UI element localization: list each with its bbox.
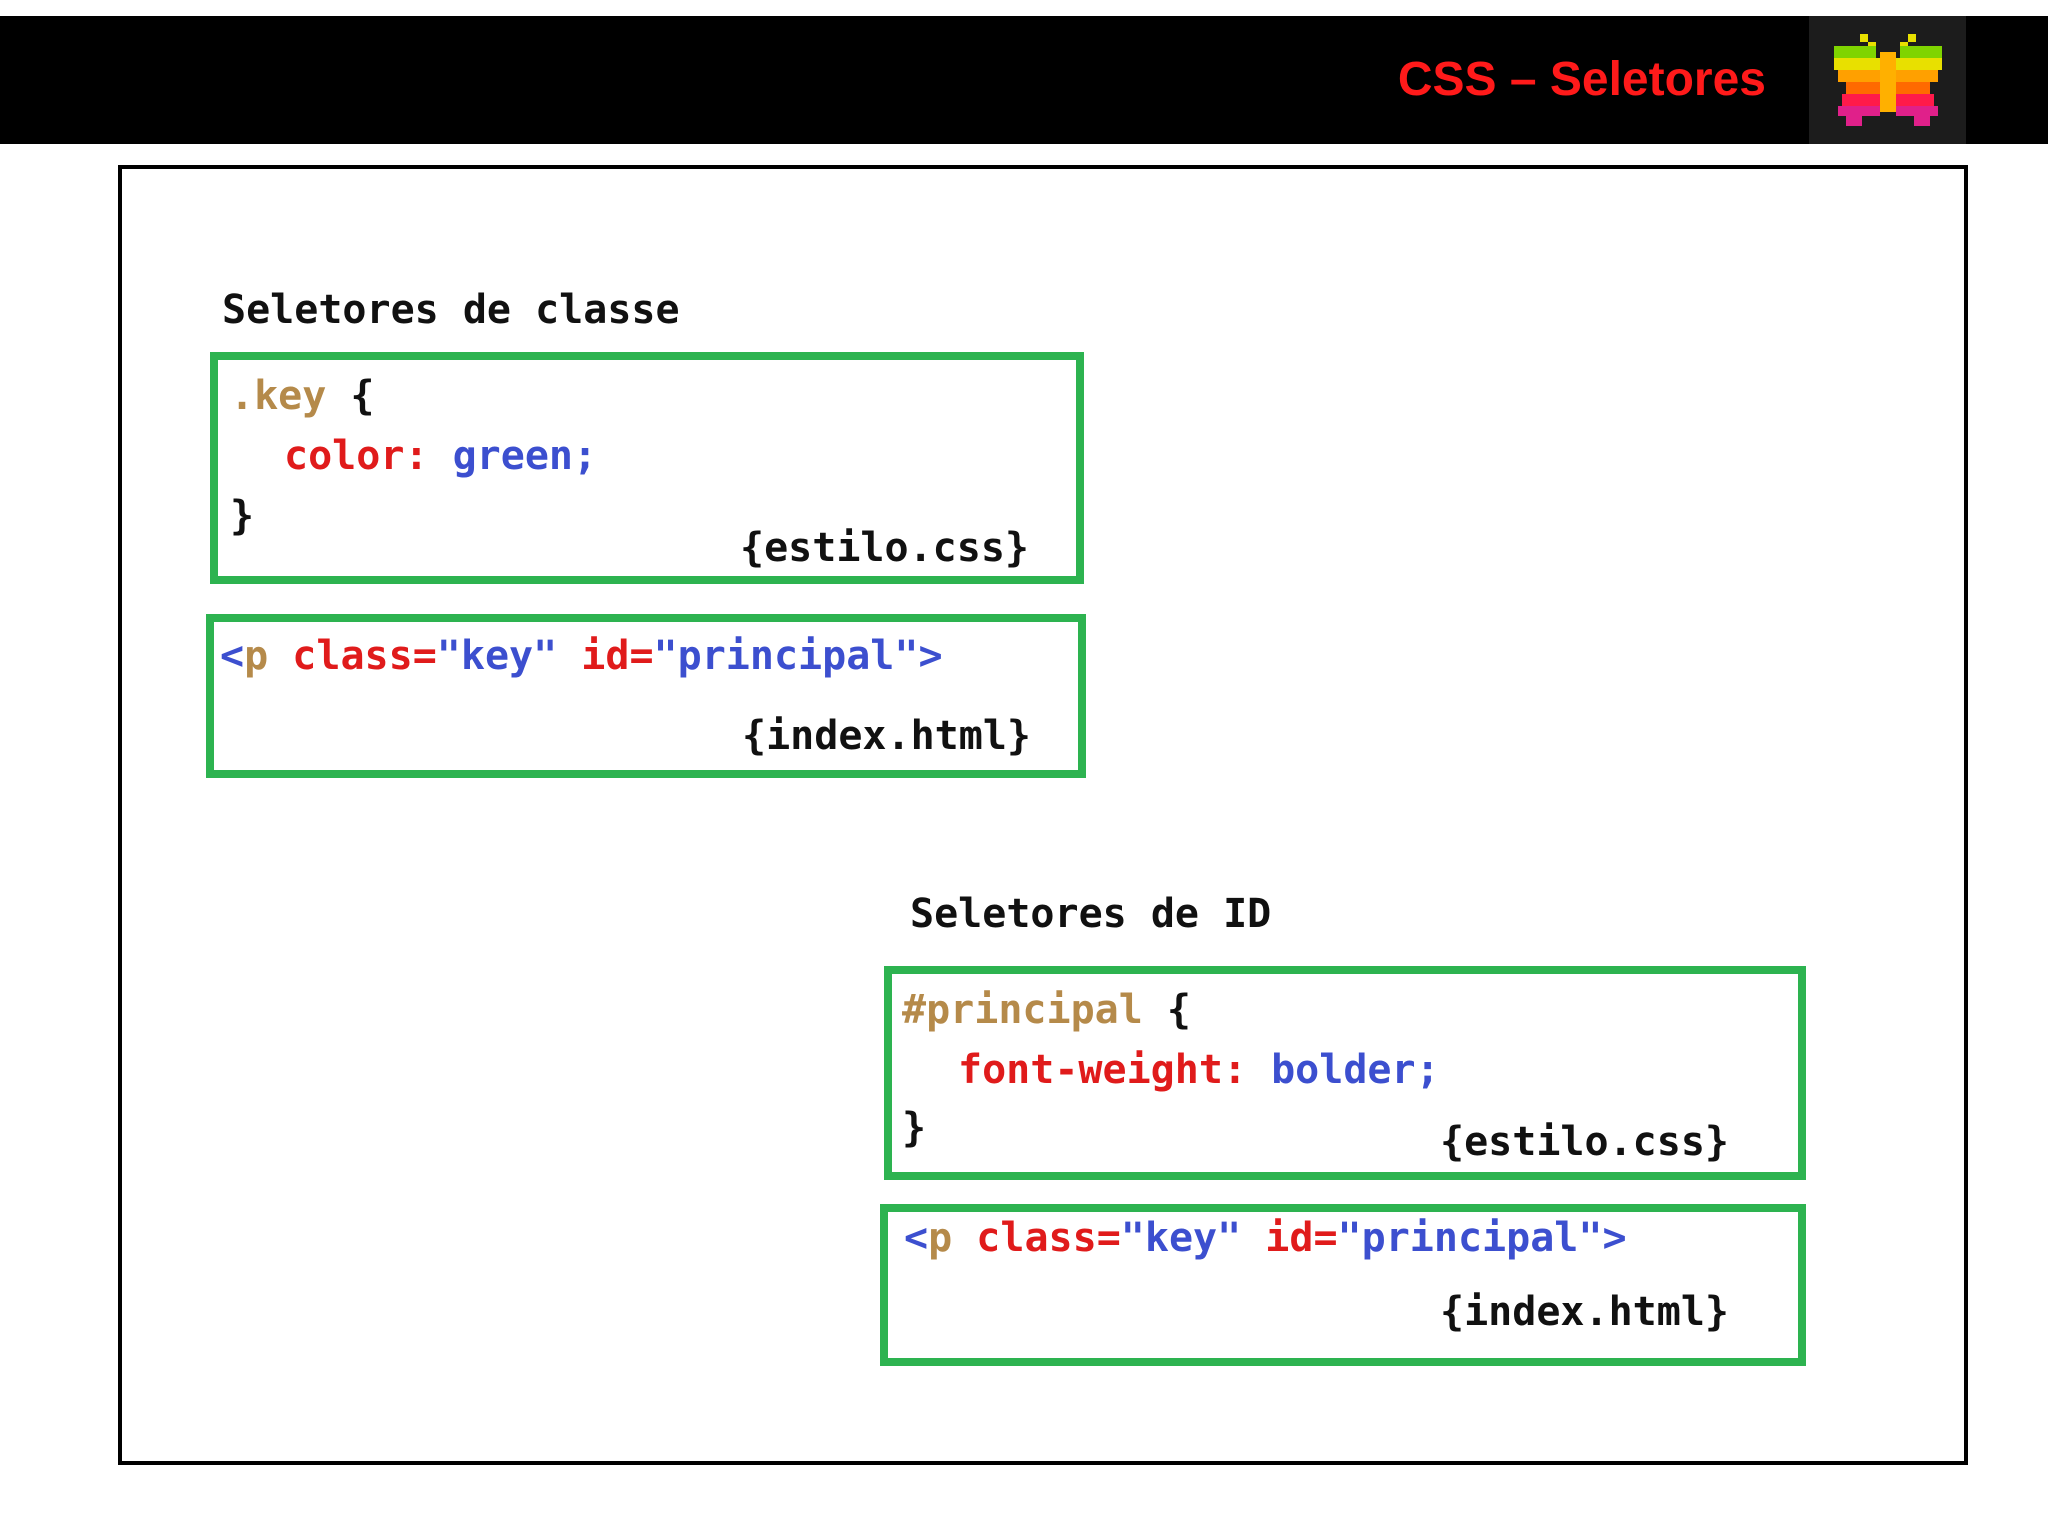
- attr-class-value: "key": [1120, 1215, 1242, 1261]
- id-section-title: Seletores de ID: [910, 891, 1272, 937]
- close-brace: }: [902, 1105, 927, 1151]
- attr-class-name: class=: [292, 633, 437, 679]
- close-brace: }: [230, 493, 255, 539]
- attr-id-value: "principal">: [1337, 1215, 1627, 1261]
- css-property: color:: [284, 433, 429, 479]
- class-css-line2: color: green;: [284, 432, 597, 480]
- id-css-box: [884, 966, 1806, 1180]
- butterfly-logo-icon: [1834, 34, 1942, 126]
- css-selector: .key: [230, 373, 327, 419]
- class-css-filename: {estilo.css}: [740, 525, 1029, 571]
- class-css-box: [210, 352, 1084, 584]
- open-brace: {: [1142, 987, 1191, 1033]
- tag-open: <: [904, 1215, 929, 1261]
- class-html-line: <p class="key" id="principal">: [220, 632, 943, 680]
- id-css-line2: font-weight: bolder;: [958, 1046, 1440, 1094]
- css-property: font-weight:: [958, 1047, 1247, 1093]
- class-css-line1: .key {: [230, 372, 375, 420]
- attr-id-name: id=: [1265, 1215, 1338, 1261]
- tag-name: p: [244, 633, 269, 679]
- slide-title: CSS – Seletores: [1397, 53, 1766, 106]
- class-html-box: [206, 614, 1086, 778]
- logo: [1809, 16, 1966, 144]
- header-bar: [0, 16, 2048, 144]
- css-value: green;: [452, 433, 598, 479]
- attr-id-name: id=: [581, 633, 654, 679]
- attr-id-value: "principal">: [653, 633, 943, 679]
- tag-name: p: [928, 1215, 953, 1261]
- attr-class-name: class=: [976, 1215, 1121, 1261]
- id-html-line: <p class="key" id="principal">: [904, 1214, 1627, 1262]
- css-selector: #principal: [902, 987, 1143, 1033]
- tag-open: <: [220, 633, 245, 679]
- open-brace: {: [326, 373, 375, 419]
- id-css-filename: {estilo.css}: [1440, 1119, 1729, 1165]
- id-html-filename: {index.html}: [1440, 1289, 1729, 1335]
- class-section-title: Seletores de classe: [222, 287, 680, 333]
- id-css-line1: #principal {: [902, 986, 1191, 1034]
- class-html-filename: {index.html}: [742, 713, 1031, 759]
- id-html-box: [880, 1204, 1806, 1366]
- css-value: bolder;: [1271, 1047, 1440, 1093]
- attr-class-value: "key": [436, 633, 558, 679]
